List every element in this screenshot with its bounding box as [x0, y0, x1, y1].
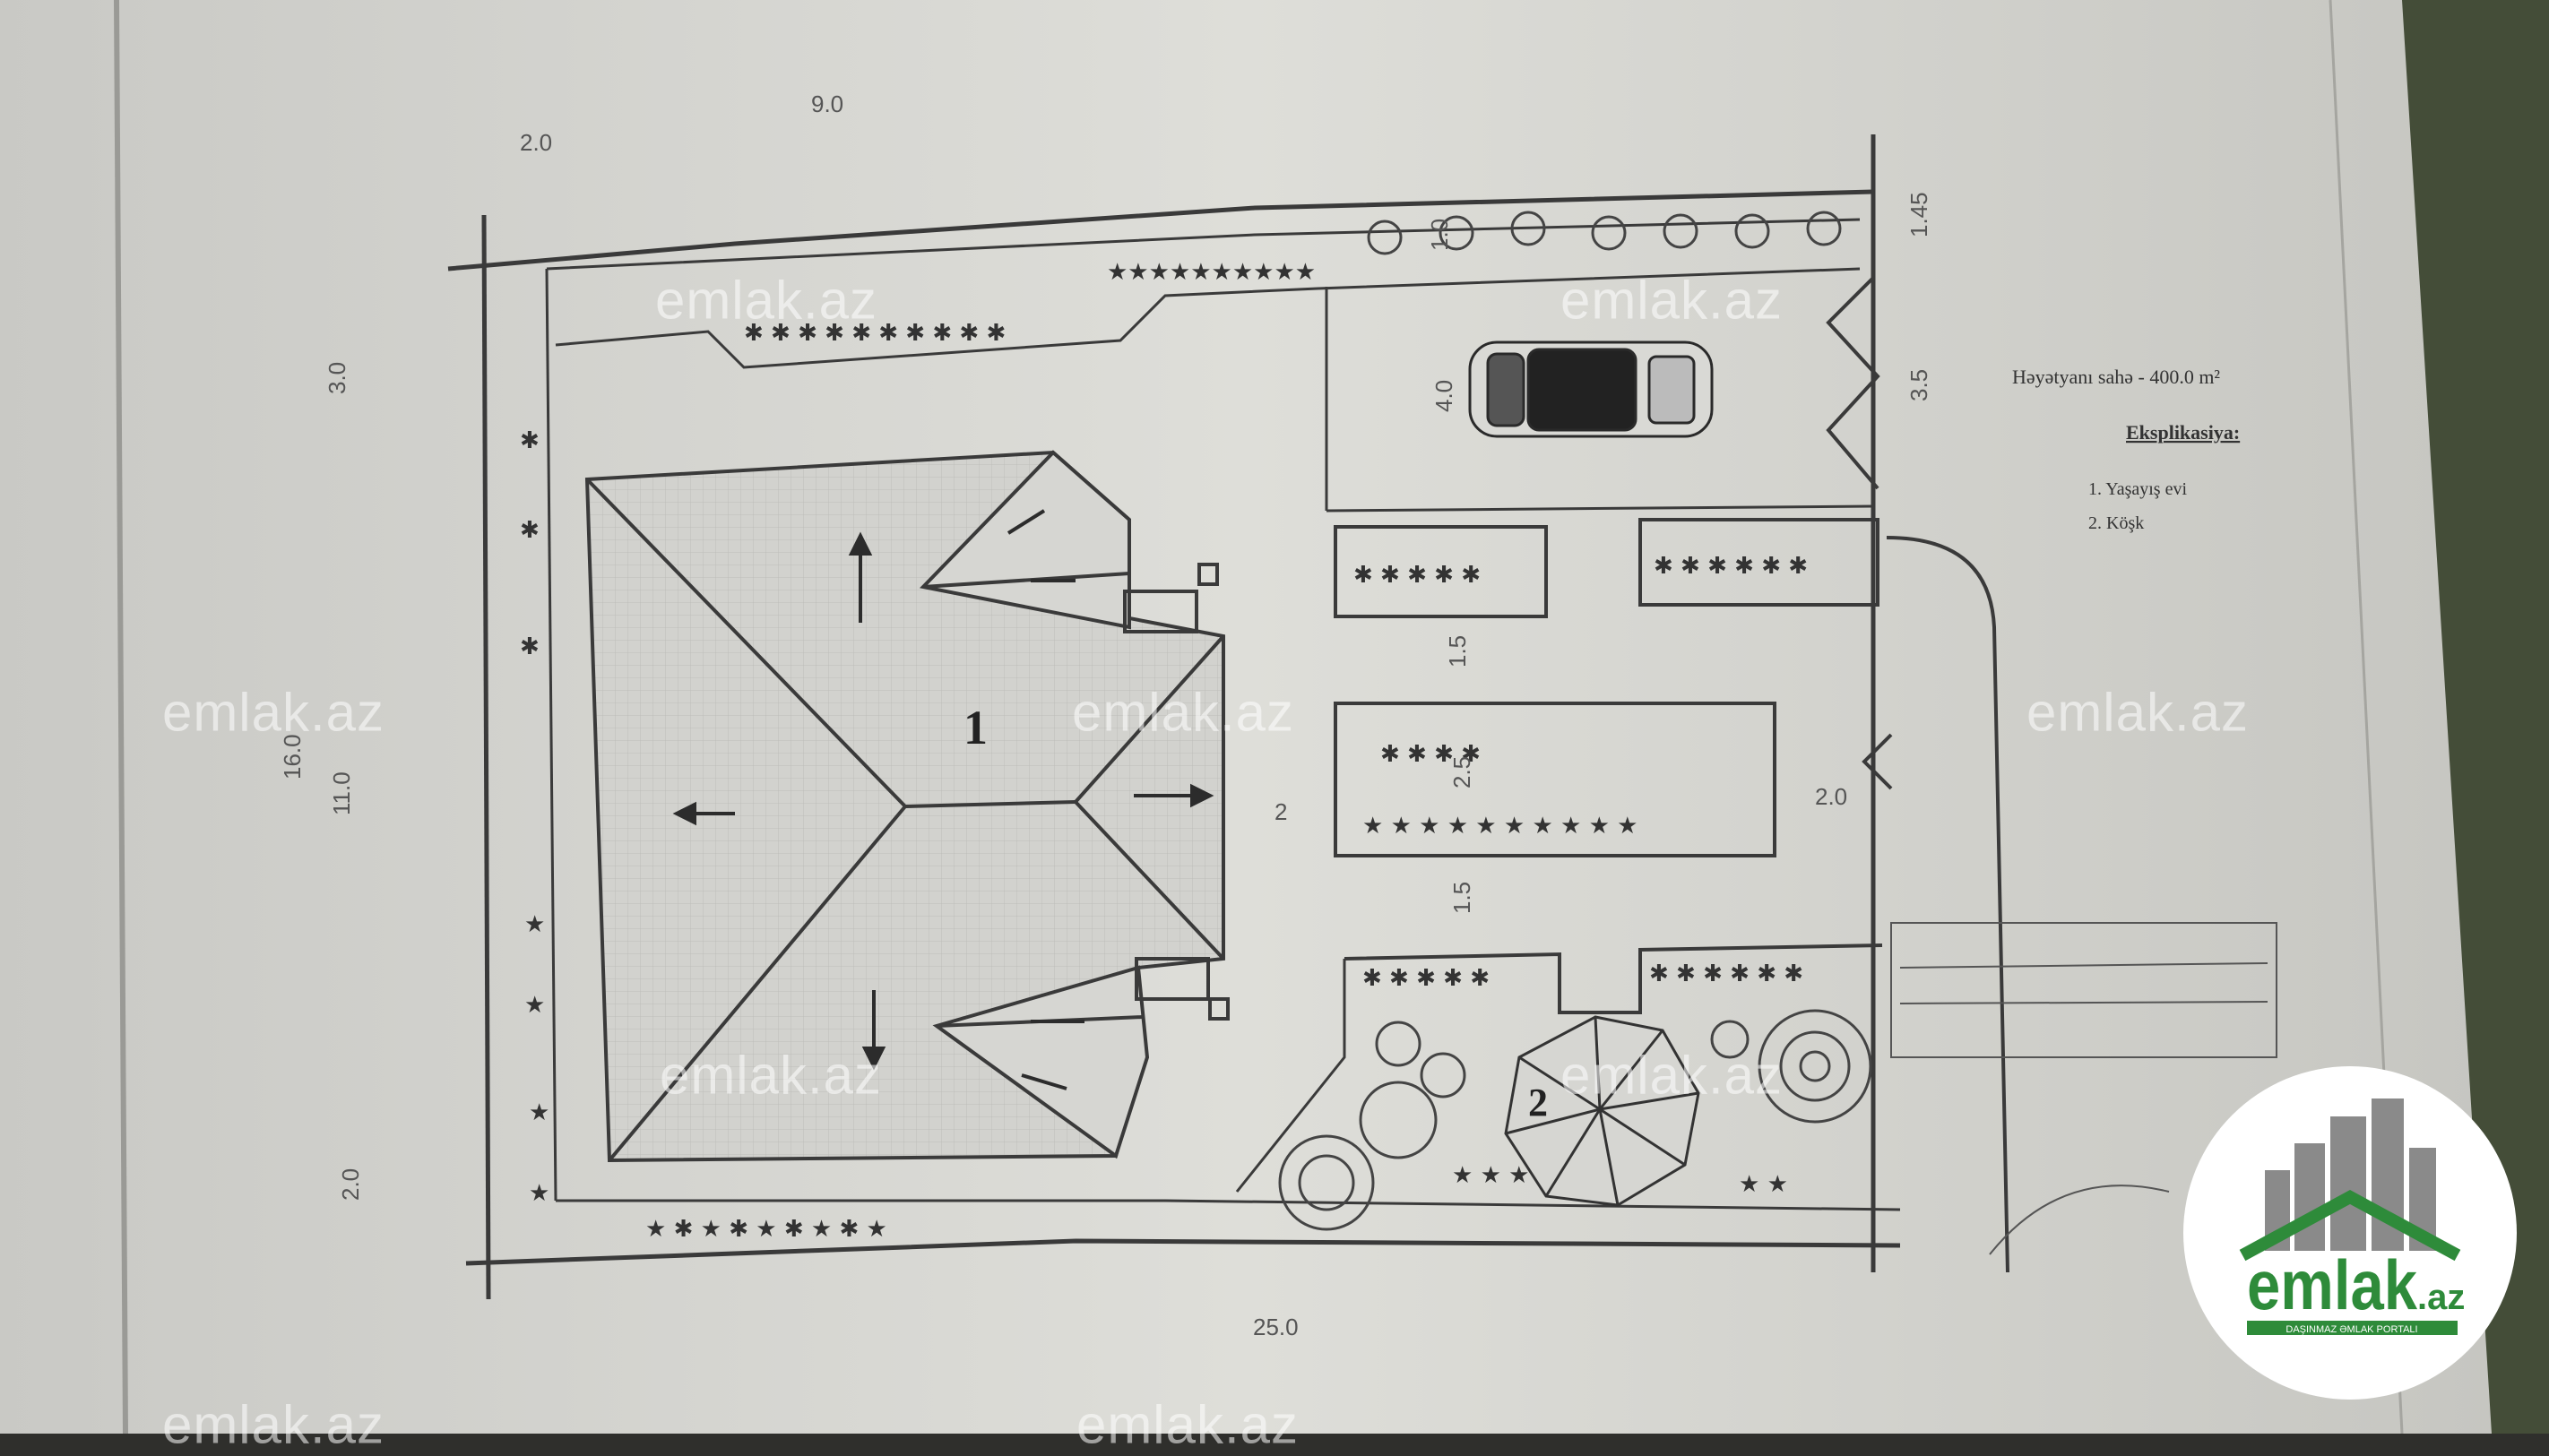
legend-item-1: 1. Yaşayış evi: [2088, 479, 2187, 499]
legend-heading: Eksplikasiya:: [2126, 421, 2240, 444]
legend-item-2: 2. Köşk: [2088, 513, 2144, 533]
svg-text:✱ ✱ ✱ ✱ ✱ ✱: ✱ ✱ ✱ ✱ ✱ ✱: [1649, 961, 1803, 987]
legend-area: Həyətyanı sahə - 400.0 m²: [2012, 366, 2220, 388]
watermark: emlak.az: [659, 1045, 883, 1106]
svg-text:★ ★ ★ ★ ★ ★ ★ ★ ★ ★: ★ ★ ★ ★ ★ ★ ★ ★ ★ ★: [1362, 813, 1637, 840]
roof-slope-arrows: [672, 509, 1214, 1090]
dim-parking-4: 4.0: [1430, 380, 1457, 412]
svg-text:★ ✱ ★ ✱ ★ ✱ ★ ✱ ★: ★ ✱ ★ ✱ ★ ✱ ★ ✱ ★: [645, 1216, 887, 1243]
label-house: 1: [963, 701, 988, 754]
svg-text:✱ ✱ ✱ ✱ ✱: ✱ ✱ ✱ ✱ ✱: [1362, 965, 1490, 992]
watermark: emlak.az: [161, 1394, 385, 1455]
svg-text:✱ ✱ ✱ ✱ ✱ ✱ ✱ ✱ ✱ ✱: ✱ ✱ ✱ ✱ ✱ ✱ ✱ ✱ ✱ ✱: [744, 320, 1006, 347]
dim-mid-2: 2: [1274, 798, 1287, 825]
svg-text:✱ ✱ ✱ ✱ ✱ ✱: ✱ ✱ ✱ ✱ ✱ ✱: [1654, 553, 1808, 580]
label-gazebo: 2: [1528, 1081, 1548, 1124]
dim-left-3: 3.0: [324, 362, 350, 394]
dim-bed-25: 2.5: [1448, 756, 1475, 788]
dim-right-2: 2.0: [1815, 783, 1847, 810]
svg-text:✱: ✱: [520, 427, 540, 454]
svg-text:★: ★: [524, 911, 545, 938]
watermark: emlak.az: [2026, 682, 2250, 743]
legend-block: Həyətyanı sahə - 400.0 m² Eksplikasiya: …: [2012, 366, 2240, 533]
dim-path-15a: 1.5: [1444, 635, 1471, 668]
svg-text:★: ★: [524, 992, 545, 1019]
svg-text:✱: ✱: [520, 633, 540, 660]
car-drawing: [1468, 340, 1714, 438]
svg-text:★ ★: ★ ★: [1739, 1171, 1788, 1198]
svg-text:✱: ✱: [520, 517, 540, 544]
dimension-labels: 2.0 9.0 3.0 16.0 11.0 2.0 25.0 1.0 1.45 …: [279, 90, 1932, 1340]
stamp-lines: [1890, 922, 2277, 1255]
watermark: emlak.az: [1560, 270, 1784, 331]
dim-strip-1: 1.0: [1426, 219, 1453, 251]
dim-right-145: 1.45: [1905, 192, 1932, 237]
logo-tagline: DAŞINMAZ ƏMLAK PORTALI: [2285, 1324, 2417, 1335]
dim-right-35: 3.5: [1905, 369, 1932, 401]
dim-top-2: 2.0: [520, 129, 552, 156]
svg-text:★: ★: [529, 1099, 549, 1126]
watermark: emlak.az: [1076, 1394, 1300, 1455]
svg-text:★★★★★★★★★★: ★★★★★★★★★★: [1107, 259, 1316, 286]
site-plan-drawing: [447, 134, 2009, 1300]
svg-text:★: ★: [529, 1180, 549, 1207]
dim-path-15b: 1.5: [1448, 882, 1475, 914]
logo-brand: emlak: [2247, 1245, 2418, 1324]
dim-left-16: 16.0: [279, 734, 306, 780]
svg-text:★ ★ ★: ★ ★ ★: [1452, 1162, 1529, 1189]
logo-suffix: .az: [2417, 1278, 2465, 1317]
watermark: emlak.az: [1560, 1045, 1784, 1106]
dim-top-9: 9.0: [811, 90, 843, 117]
svg-text:✱ ✱ ✱ ✱ ✱: ✱ ✱ ✱ ✱ ✱: [1353, 562, 1481, 589]
house-roof: [584, 450, 1230, 1163]
emlak-logo: emlak .az DAŞINMAZ ƏMLAK PORTALI: [2183, 1066, 2517, 1400]
watermark: emlak.az: [654, 270, 878, 331]
tree-symbols: [1278, 211, 1872, 1231]
gazebo-drawing: [1504, 1015, 1700, 1207]
dim-left-2: 2.0: [337, 1168, 364, 1201]
watermark: emlak.az: [1071, 682, 1295, 743]
dim-bottom-25: 25.0: [1253, 1314, 1299, 1340]
svg-text:✱ ✱ ✱ ✱: ✱ ✱ ✱ ✱: [1380, 741, 1481, 768]
shrub-symbols: ★★★★★★★★★★ ✱ ✱ ✱ ✱ ✱ ✱ ✱ ✱ ✱ ✱ ✱ ✱ ✱ ✱ ✱…: [520, 259, 1808, 1243]
dim-left-11: 11.0: [328, 771, 355, 815]
watermark: emlak.az: [161, 682, 385, 743]
